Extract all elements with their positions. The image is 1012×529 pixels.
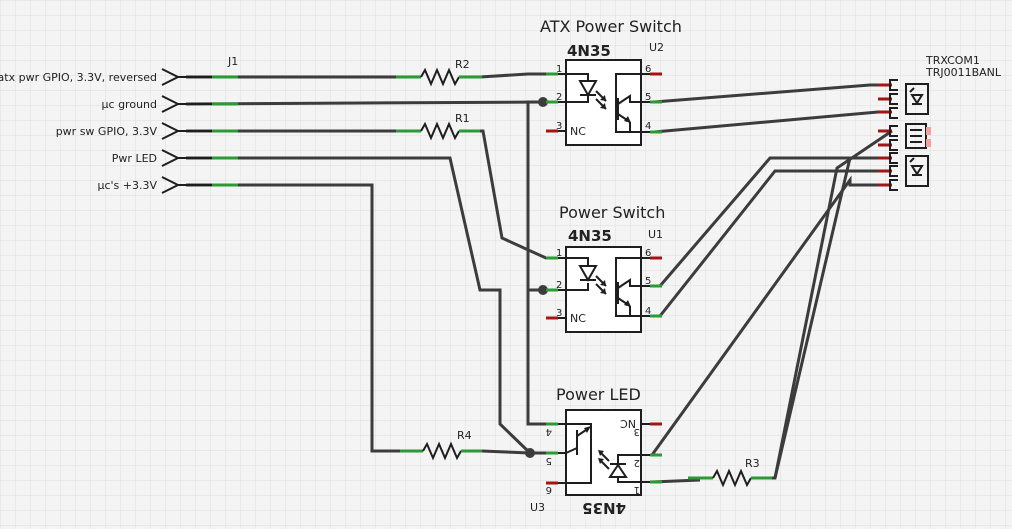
pin-number: 2 [634, 457, 640, 468]
pin-number: 4 [546, 426, 552, 437]
j1-pin-label: atx pwr GPIO, 3.3V, reversed [0, 71, 157, 84]
j1-pin[interactable]: Pwr LED [112, 149, 238, 167]
u2-title: ATX Power Switch [540, 17, 682, 36]
junction-dot [525, 448, 535, 458]
nc-label: NC [570, 125, 586, 138]
resistor-r2[interactable]: R2 [396, 58, 482, 87]
connector-j1[interactable]: J1 atx pwr GPIO, 3.3V, reversed µc groun… [0, 55, 238, 194]
u3-part-label: 4N35 [582, 499, 626, 517]
pin-number: 4 [645, 306, 651, 317]
resistor-r1[interactable]: R1 [396, 112, 480, 141]
rj45-jack-trxcom1[interactable]: TRXCOM1 TRJ0011BANL [878, 54, 1002, 191]
pin-number: 3 [556, 121, 562, 132]
j1-pin-label: µc's +3.3V [97, 179, 157, 192]
u1-part-label: 4N35 [568, 227, 612, 245]
pin-number: 1 [634, 484, 640, 495]
jack-port-icon [905, 123, 927, 149]
jack-contact-marker [926, 127, 931, 135]
pin-number: 6 [645, 248, 651, 259]
pin-number: 3 [634, 426, 640, 437]
jack-contact-marker [926, 139, 931, 147]
j1-ref-label: J1 [227, 55, 238, 68]
pin-number: 1 [556, 248, 562, 259]
pin-number: 1 [556, 64, 562, 75]
j1-pin[interactable]: atx pwr GPIO, 3.3V, reversed [0, 68, 238, 86]
j1-pin[interactable]: µc's +3.3V [97, 176, 238, 194]
junction-dot [538, 285, 548, 295]
optocoupler-u2[interactable]: ATX Power Switch 4N35 U2 1 2 3 4 5 6 NC [540, 17, 682, 146]
u2-part-label: 4N35 [567, 42, 611, 60]
pin-number: 5 [645, 92, 651, 103]
resistor-label: R4 [457, 429, 472, 442]
j1-pin[interactable]: pwr sw GPIO, 3.3V [56, 122, 238, 140]
resistor-r3[interactable]: R3 [688, 457, 772, 488]
resistor-label: R3 [745, 457, 760, 470]
resistor-r4[interactable]: R4 [400, 429, 482, 461]
optocoupler-u1[interactable]: Power Switch 4N35 U1 1 2 3 4 5 6 NC [546, 203, 665, 333]
u1-title: Power Switch [559, 203, 665, 222]
jack-ref-label: TRXCOM1 [925, 54, 980, 67]
pin-number: 6 [546, 484, 552, 495]
jack-part-label: TRJ0011BANL [925, 66, 1002, 79]
j1-pin[interactable]: µc ground [102, 95, 238, 113]
u1-ref-label: U1 [648, 228, 663, 241]
j1-pin-label: Pwr LED [112, 152, 157, 165]
j1-pin-label: pwr sw GPIO, 3.3V [56, 125, 158, 138]
pin-number: 4 [645, 121, 651, 132]
pin-number: 5 [645, 276, 651, 287]
nc-label: NC [620, 417, 636, 430]
u2-ref-label: U2 [649, 41, 664, 54]
u3-title: Power LED [556, 385, 641, 404]
pin-number: 6 [645, 64, 651, 75]
pin-number: 2 [556, 92, 562, 103]
resistor-label: R2 [455, 58, 470, 71]
u3-ref-label: U3 [530, 501, 545, 514]
nc-label: NC [570, 312, 586, 325]
optocoupler-u3[interactable]: Power LED U3 4N35 4 5 6 3 2 1 NC [530, 385, 662, 517]
pin-number: 3 [556, 308, 562, 319]
junction-dot [538, 97, 548, 107]
resistor-label: R1 [455, 112, 470, 125]
pin-number: 2 [556, 280, 562, 291]
j1-pin-label: µc ground [102, 98, 157, 111]
pin-number: 5 [546, 455, 552, 466]
jack-led-icon [905, 83, 929, 115]
jack-led-icon [905, 155, 929, 187]
